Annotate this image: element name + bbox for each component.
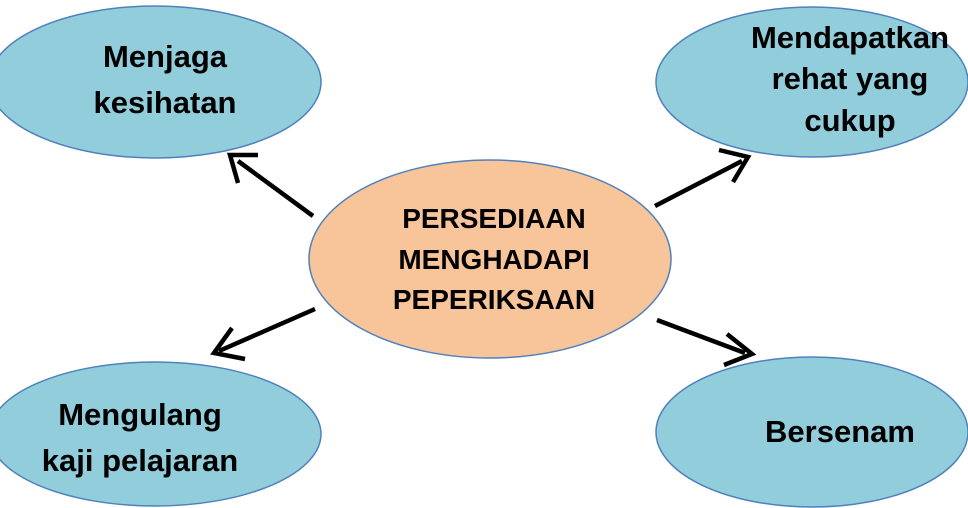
center-node-label: PERSEDIAAN MENGHADAPI PEPERIKSAAN xyxy=(326,190,662,330)
node-top-right-line-1: Mendapatkan xyxy=(750,19,950,55)
arrow-to-bottom-right xyxy=(656,317,757,368)
center-node-shape xyxy=(308,159,672,359)
node-top-left-label: Menjaga kesihatan xyxy=(20,30,310,130)
arrow-to-top-right xyxy=(653,147,752,208)
node-bottom-left-line-1: Mengulang xyxy=(58,396,222,432)
center-line-2: MENGHADAPI xyxy=(398,243,590,275)
node-top-right-label: Mendapatkan rehat yang cukup xyxy=(700,14,968,144)
node-bottom-left-shape xyxy=(0,361,322,507)
node-bottom-right-label: Bersenam xyxy=(700,402,968,462)
node-top-left-shape xyxy=(0,5,322,159)
center-line-1: PERSEDIAAN xyxy=(402,203,586,235)
node-bottom-left-label: Mengulang kaji pelajaran xyxy=(0,388,280,488)
node-top-right-shape xyxy=(655,6,968,158)
node-top-left-line-2: kesihatan xyxy=(93,85,237,120)
node-bottom-right-shape xyxy=(655,356,968,508)
arrow-to-bottom-left xyxy=(210,306,316,362)
node-bottom-left-line-2: kaji pelajaran xyxy=(41,443,239,478)
node-top-right-line-2: rehat yang xyxy=(771,61,929,97)
node-top-left-line-1: Menjaga xyxy=(102,38,227,74)
node-top-right-line-3: cukup xyxy=(804,102,896,138)
center-line-3: PEPERIKSAAN xyxy=(392,284,596,316)
node-bottom-right-line-1: Bersenam xyxy=(765,414,915,450)
arrow-to-top-left xyxy=(227,152,315,218)
